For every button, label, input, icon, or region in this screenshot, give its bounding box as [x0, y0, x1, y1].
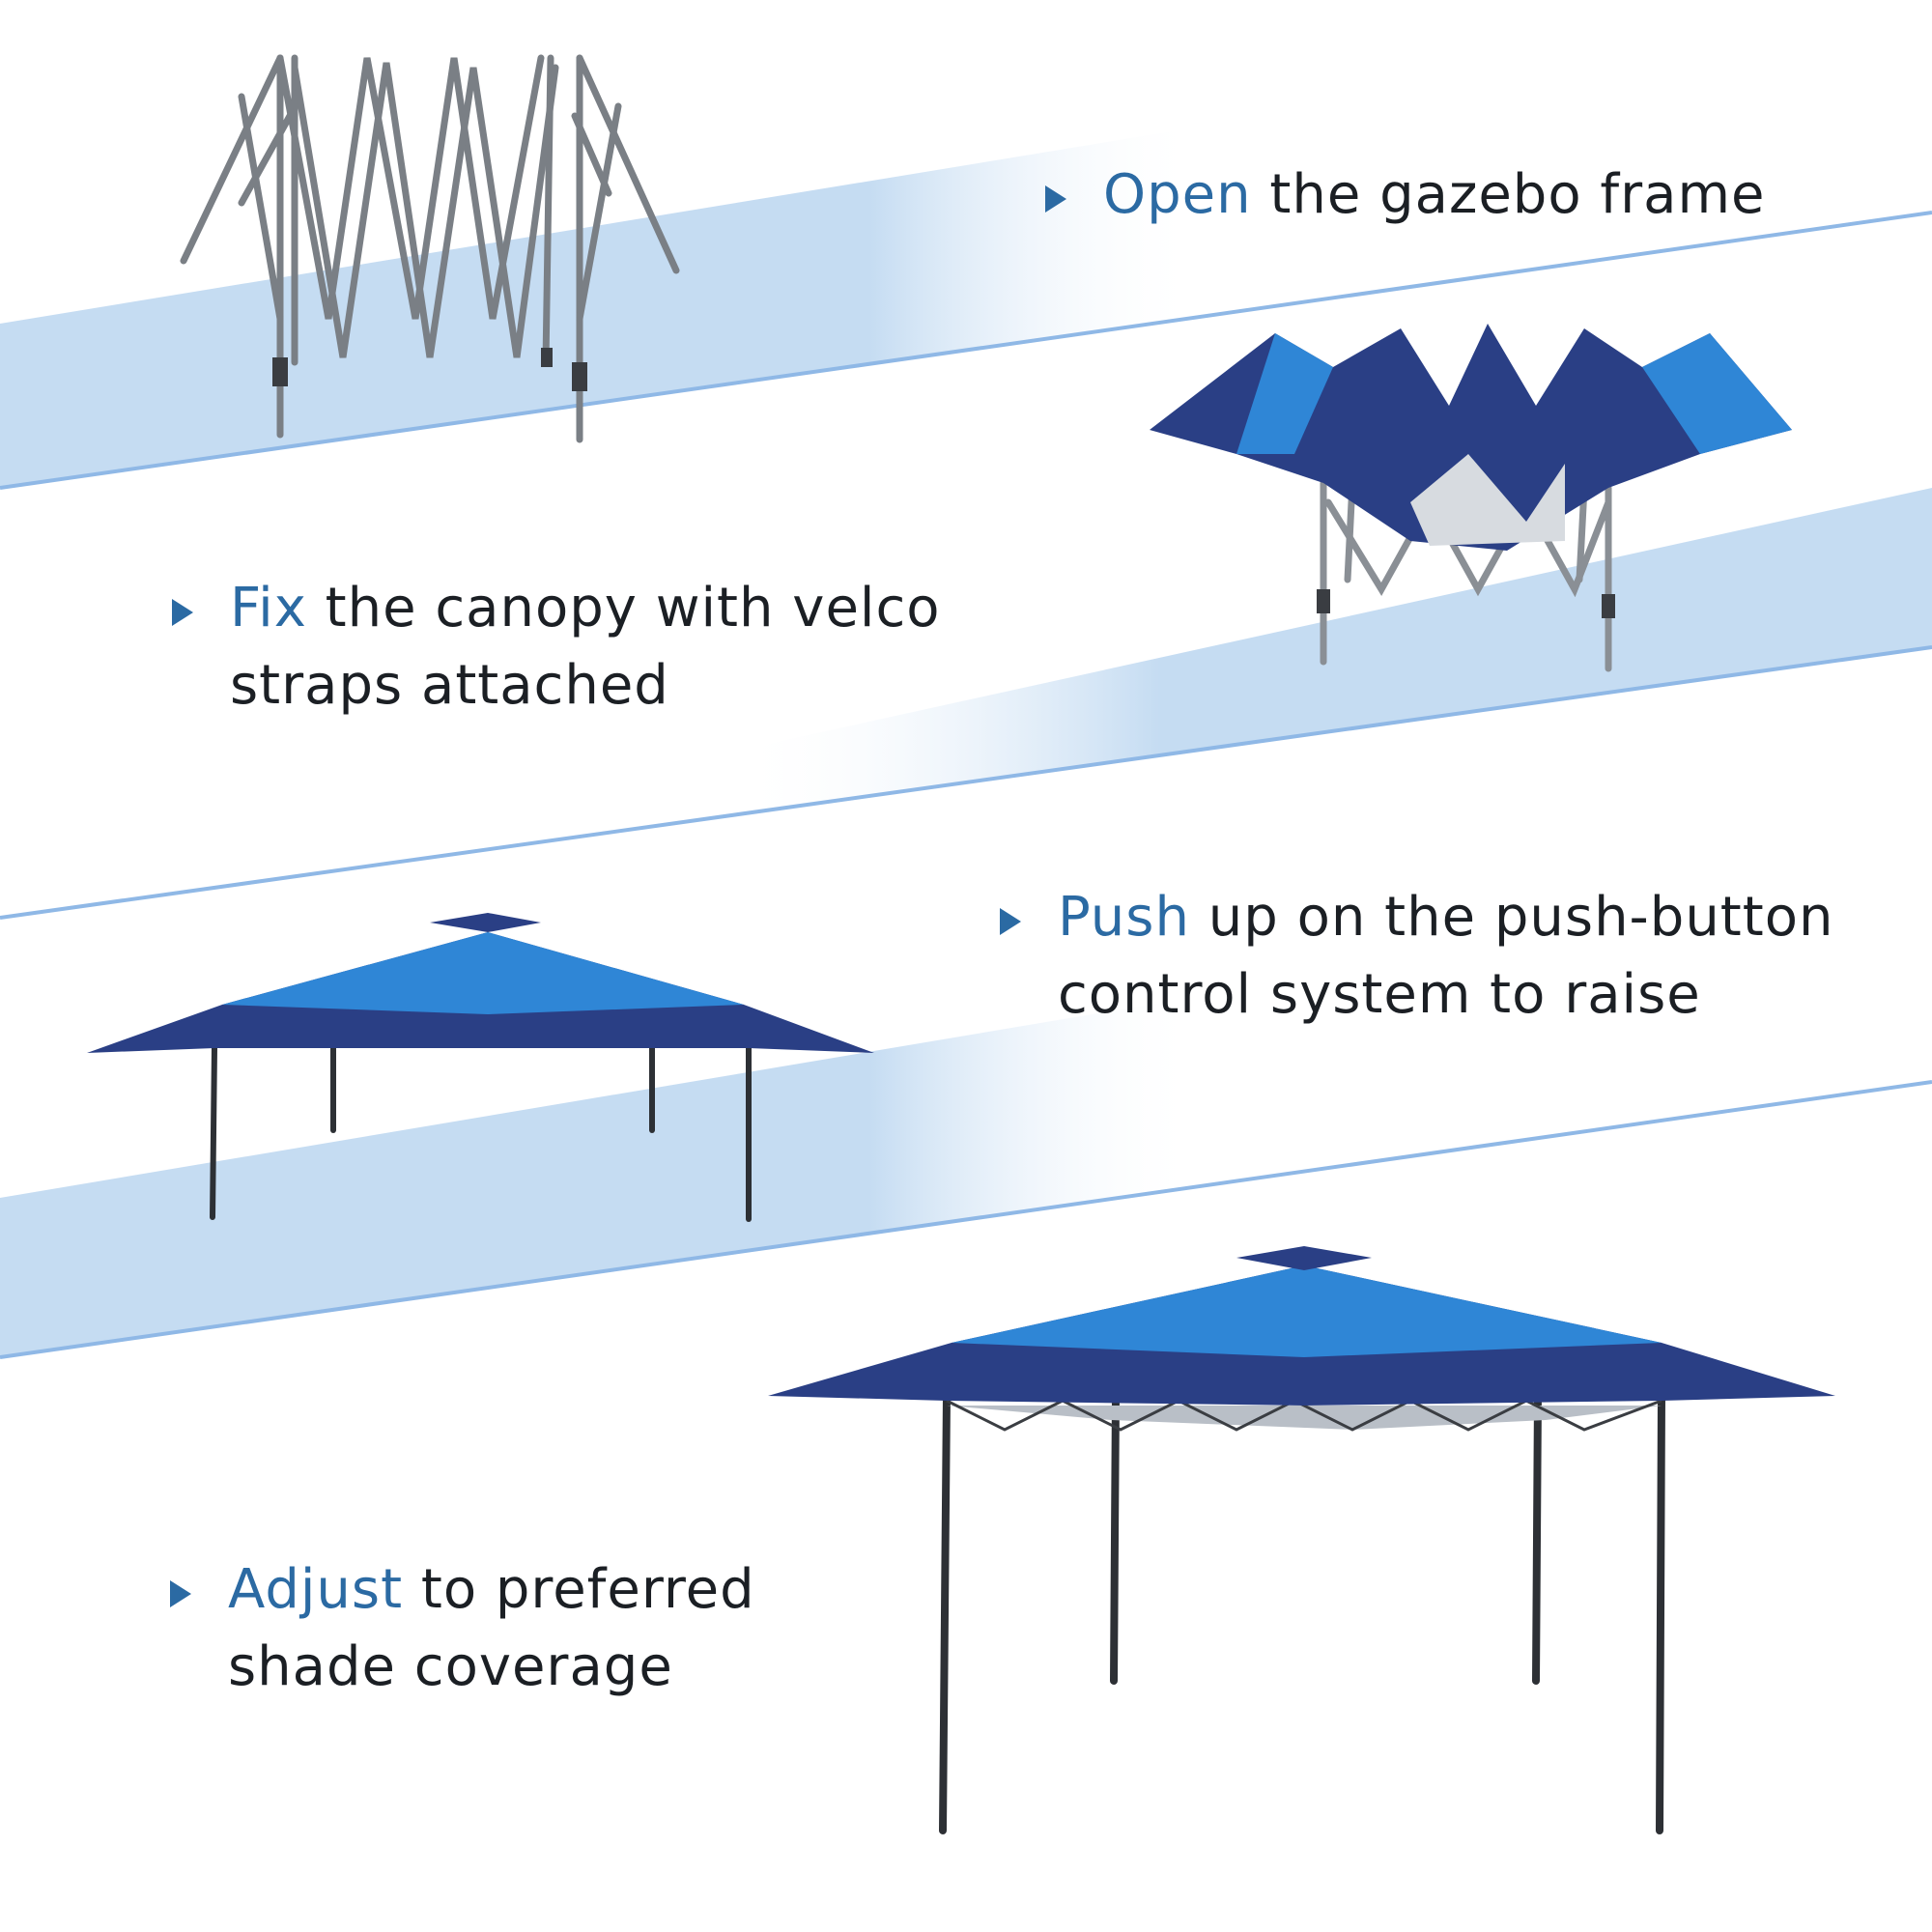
triangle-right-icon — [1045, 185, 1066, 213]
step-fix: Fix the canopy with velco straps attache… — [172, 570, 941, 724]
band-1 — [0, 126, 1932, 488]
triangle-right-icon — [172, 599, 193, 626]
band-2 — [0, 488, 1932, 918]
step-push: Push up on the push-button control syste… — [1000, 879, 1833, 1034]
step-adjust: Adjust to preferred shade coverage — [170, 1551, 755, 1706]
step-open: Open the gazebo frame — [1045, 156, 1765, 234]
triangle-right-icon — [1000, 908, 1021, 935]
band-3 — [0, 995, 1932, 1357]
triangle-right-icon — [170, 1580, 191, 1607]
